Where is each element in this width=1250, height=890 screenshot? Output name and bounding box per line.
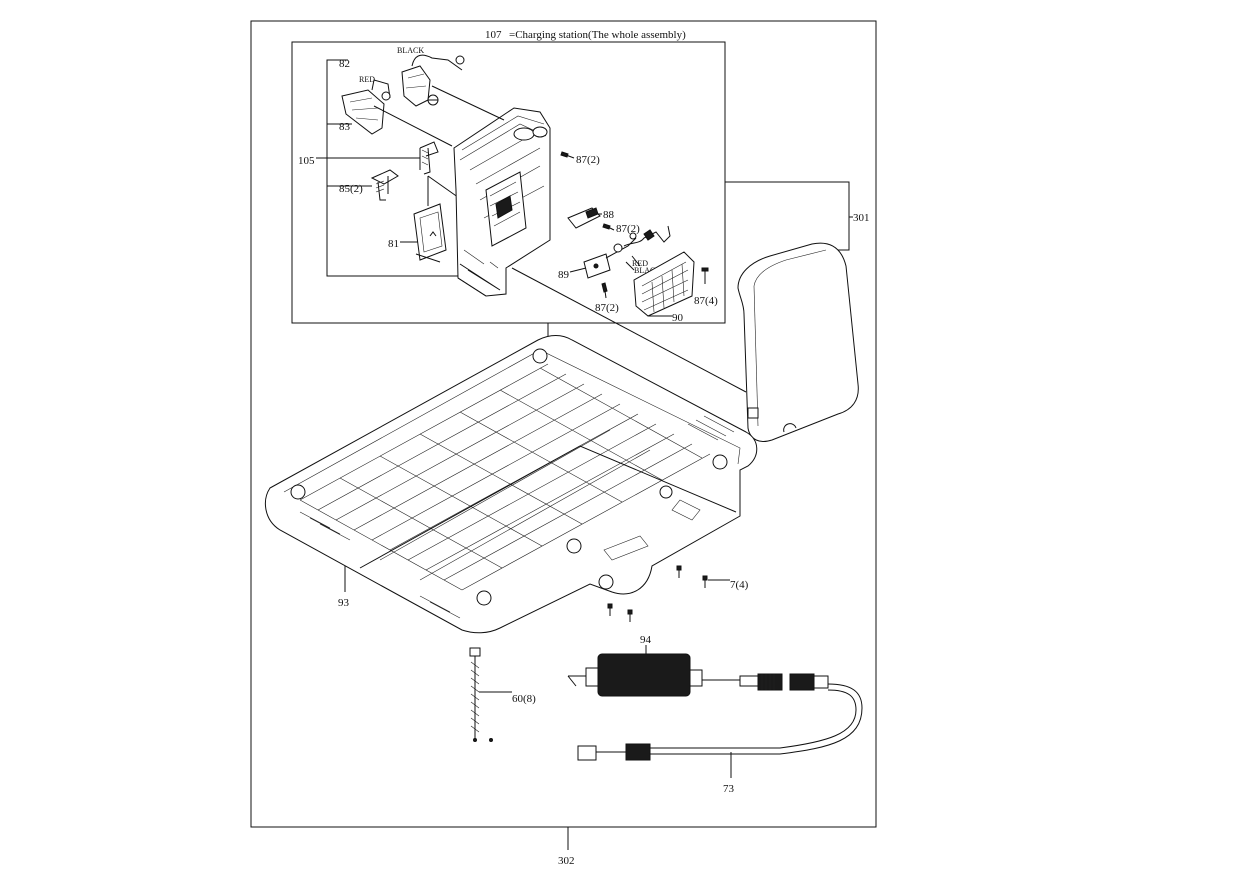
wire-label-black-board: BLACK bbox=[634, 266, 661, 275]
circuit-board-part bbox=[583, 237, 637, 279]
outer-assembly-frame bbox=[250, 20, 877, 828]
screw-87-a bbox=[560, 151, 575, 159]
label-94: 94 bbox=[640, 634, 652, 646]
station-body-part bbox=[453, 107, 551, 297]
label-87c: 87(2) bbox=[595, 302, 619, 314]
assembly-guide-line-3 bbox=[373, 105, 453, 147]
label-105: 105 bbox=[298, 155, 315, 167]
terminal-red-part bbox=[341, 79, 391, 135]
label-60: 60(8) bbox=[512, 693, 536, 705]
title-number: 107 bbox=[485, 29, 502, 41]
label-73: 73 bbox=[723, 783, 735, 795]
wire-label-red-board: RED bbox=[632, 259, 648, 268]
label-301: 301 bbox=[853, 212, 870, 224]
assembly-guide-line-2 bbox=[511, 267, 747, 393]
spring-contact-part bbox=[419, 141, 439, 175]
terminal-black-part bbox=[401, 54, 465, 107]
bracket-301 bbox=[725, 181, 850, 251]
label-87a: 87(2) bbox=[576, 154, 600, 166]
label-81: 81 bbox=[388, 238, 399, 250]
assembly-guide-line-4 bbox=[431, 85, 505, 121]
wire-label-red-top: RED bbox=[359, 75, 375, 84]
label-83: 83 bbox=[339, 121, 351, 133]
base-mat-part bbox=[264, 335, 758, 634]
wire-label-black-top: BLACK bbox=[397, 46, 424, 55]
screw-87-c bbox=[601, 282, 608, 299]
ground-stake-part bbox=[469, 647, 493, 742]
spring-part bbox=[370, 169, 399, 201]
base-plate-part bbox=[413, 175, 463, 263]
power-supply-part bbox=[567, 653, 829, 697]
title-text: =Charging station(The whole assembly) bbox=[509, 29, 686, 41]
rear-cover-part bbox=[633, 251, 695, 317]
leader-89 bbox=[569, 267, 587, 273]
left-group-bracket bbox=[326, 59, 460, 277]
extension-cable-part bbox=[577, 683, 863, 761]
label-82: 82 bbox=[339, 58, 350, 70]
label-302: 302 bbox=[558, 855, 575, 867]
label-93: 93 bbox=[338, 597, 350, 609]
connector-part bbox=[567, 207, 602, 229]
station-cover-part bbox=[737, 242, 859, 442]
label-87b: 87(2) bbox=[616, 223, 640, 235]
label-87d: 87(4) bbox=[694, 295, 718, 307]
label-85: 85(2) bbox=[339, 183, 363, 195]
screw-87-d bbox=[701, 267, 709, 284]
label-90: 90 bbox=[672, 312, 684, 324]
board-wires bbox=[613, 225, 671, 271]
label-7: 7(4) bbox=[730, 579, 749, 591]
screw-87-b bbox=[602, 223, 615, 231]
screws-7 bbox=[607, 565, 708, 622]
label-89: 89 bbox=[558, 269, 570, 281]
label-88: 88 bbox=[603, 209, 615, 221]
